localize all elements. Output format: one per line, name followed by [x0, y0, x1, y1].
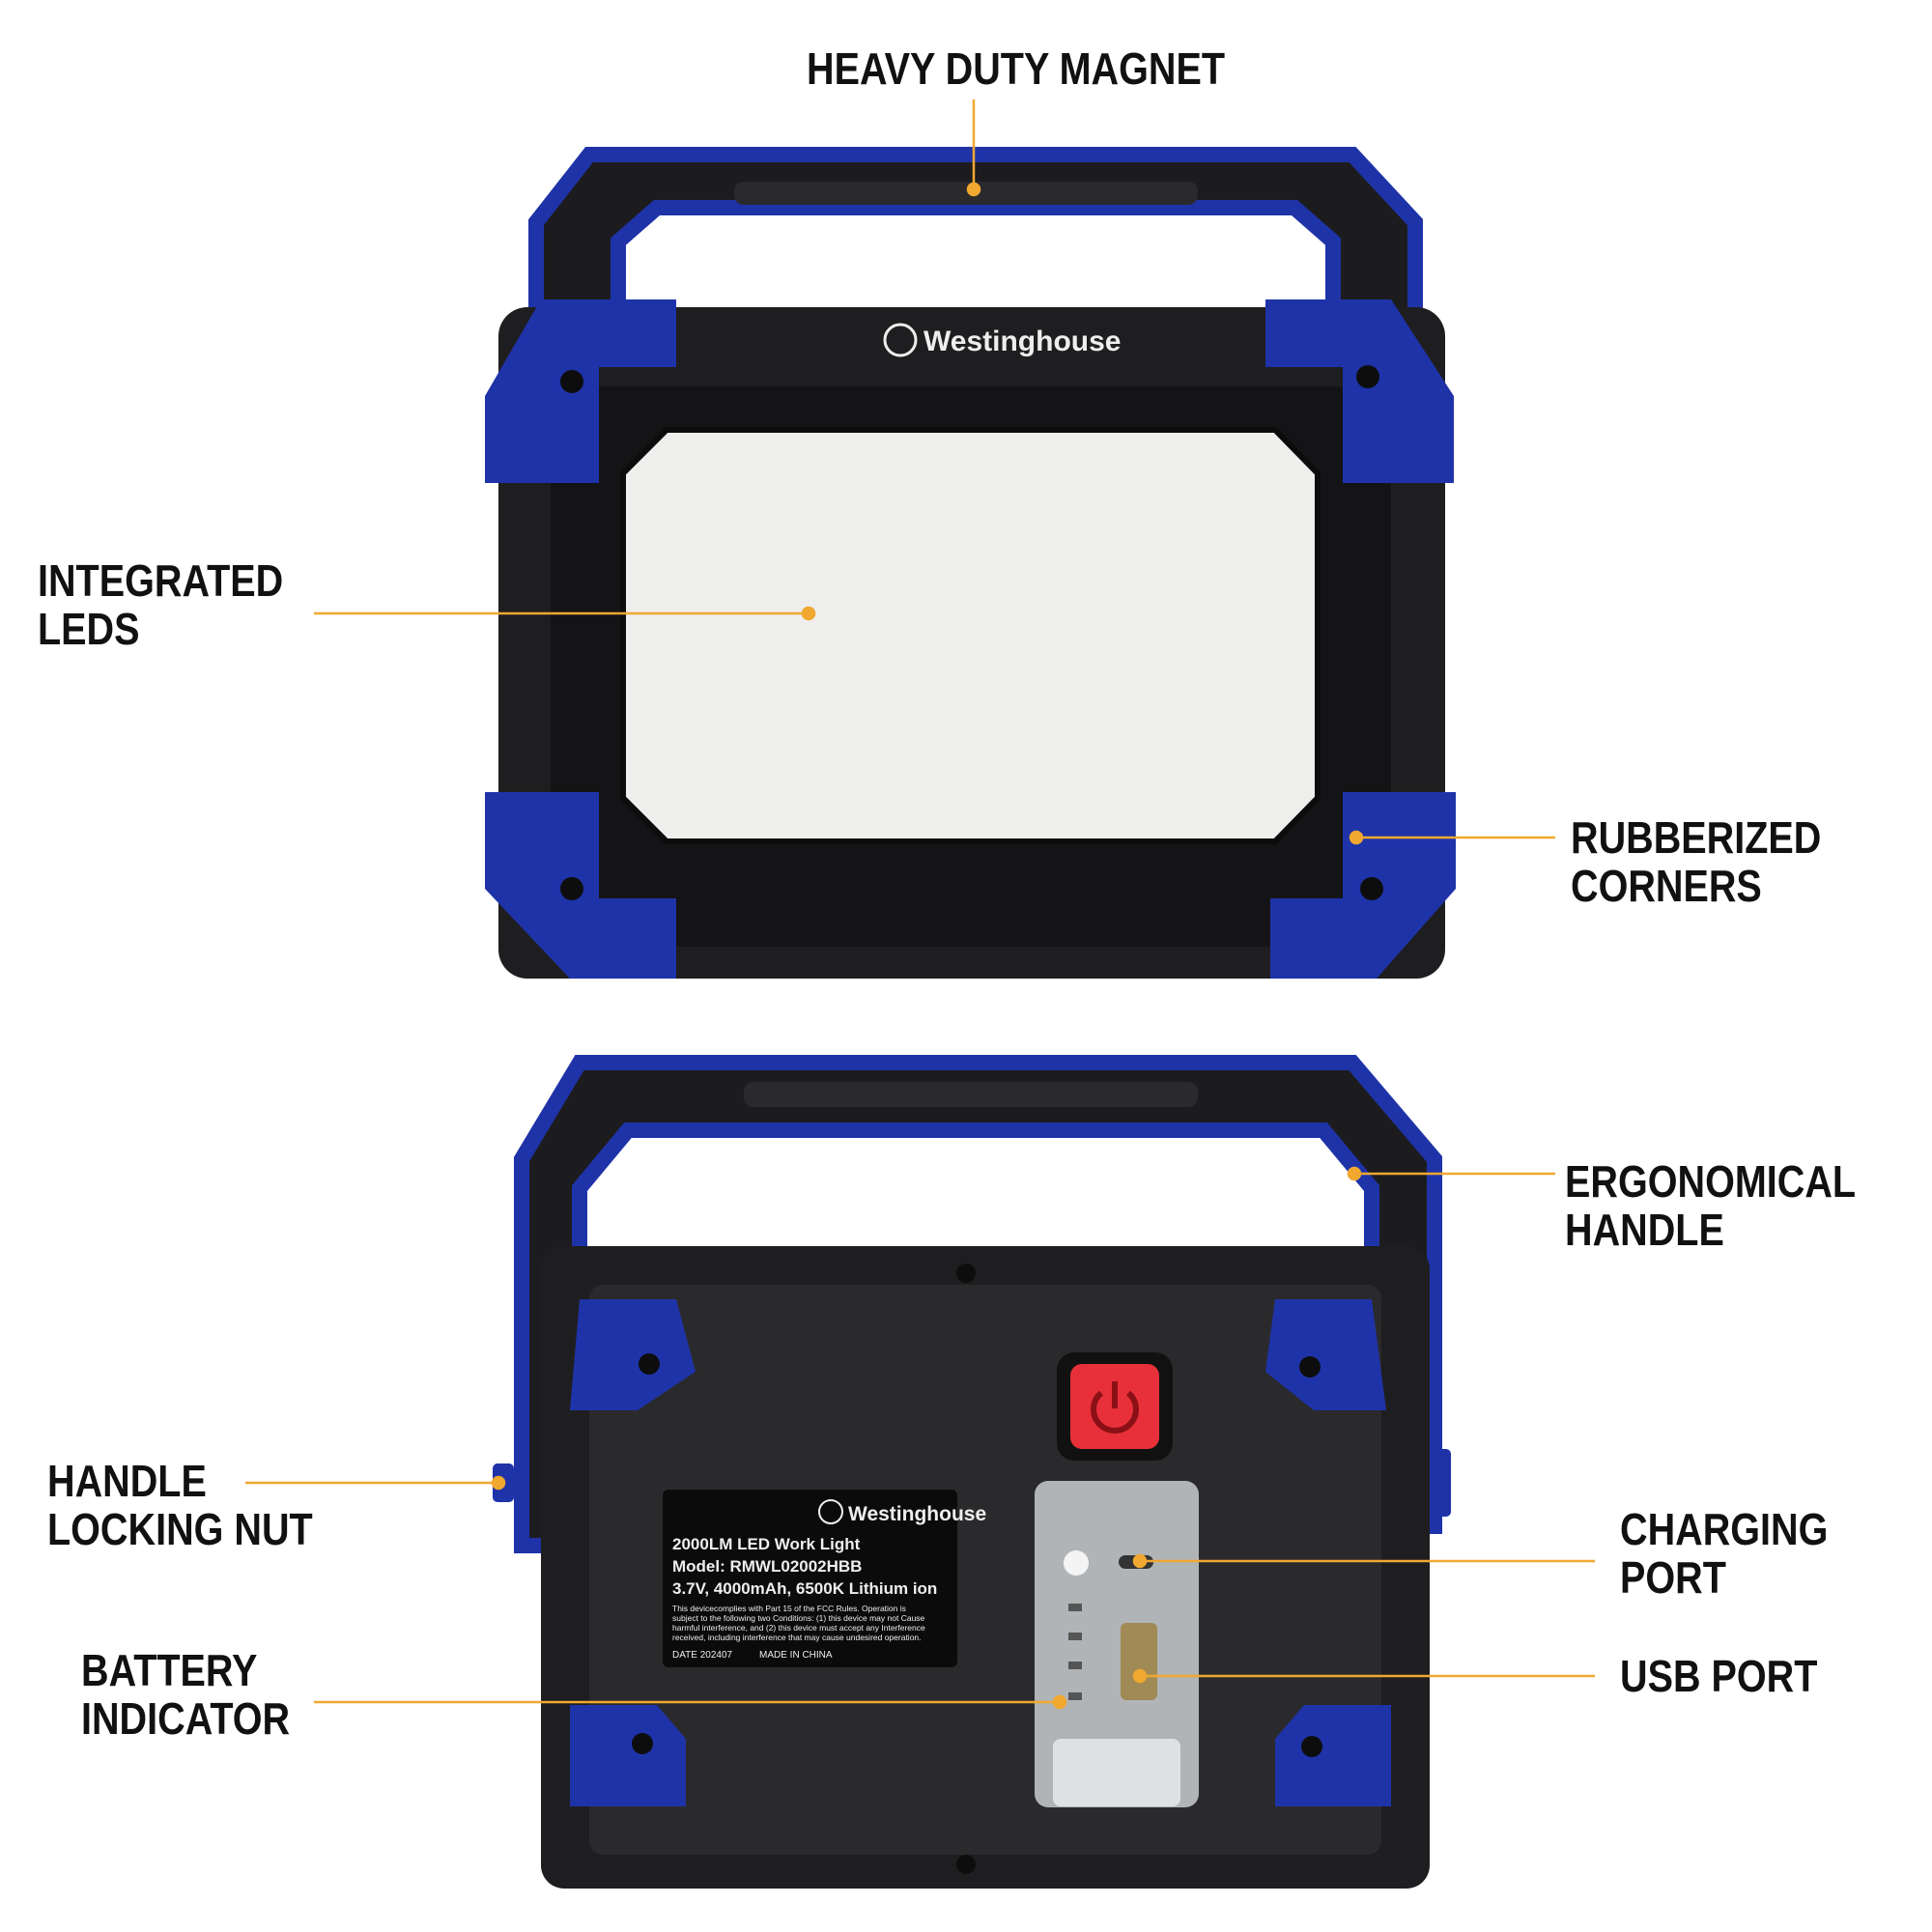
back-handle — [514, 1055, 1442, 1553]
callout-text: RUBBERIZED — [1571, 812, 1822, 863]
callout-text: LOCKING NUT — [47, 1504, 313, 1554]
callout-text: LEDS — [38, 604, 140, 654]
leader-lines — [245, 99, 1595, 1710]
callout-text: BATTERY — [81, 1645, 258, 1695]
label-line: 2000LM LED Work Light — [672, 1535, 861, 1553]
front-handle — [528, 147, 1423, 327]
callout-text: HANDLE — [1565, 1205, 1724, 1255]
front-brand: Westinghouse — [923, 326, 1121, 357]
spec-label — [663, 1490, 957, 1667]
power-icon — [1091, 1381, 1139, 1434]
label-date: DATE 202407 — [672, 1650, 733, 1661]
battery-indicator-button — [1064, 1550, 1089, 1576]
callout-text: HANDLE — [47, 1456, 207, 1506]
label-line: Model: RMWL02002HBB — [672, 1557, 862, 1576]
back-rubber-corners — [570, 1299, 1391, 1806]
fcc-line: subject to the following two Conditions:… — [672, 1613, 925, 1623]
fcc-line: harmful interference, and (2) this devic… — [672, 1623, 925, 1633]
callout-text: HEAVY DUTY MAGNET — [807, 43, 1226, 94]
callout-text: INDICATOR — [81, 1693, 291, 1744]
callout-text: PORT — [1620, 1552, 1726, 1603]
front-view: Westinghouse — [485, 147, 1456, 979]
callout-heavy-duty-magnet: HEAVY DUTY MAGNET — [807, 44, 1225, 93]
callout-text: ERGONOMICAL — [1565, 1156, 1857, 1207]
usb-port[interactable] — [1121, 1623, 1157, 1700]
led-panel — [620, 427, 1321, 844]
callout-text: INTEGRATED — [38, 555, 284, 606]
fcc-line: received, including interference that ma… — [672, 1633, 922, 1642]
battery-indicator-leds — [1068, 1604, 1082, 1700]
callout-text: USB PORT — [1620, 1651, 1818, 1701]
label-line: 3.7V, 4000mAh, 6500K Lithium ion — [672, 1579, 937, 1598]
callout-usb-port: USB PORT — [1620, 1652, 1817, 1700]
back-view: Westinghouse 2000LM LED Work Light Model… — [493, 1055, 1451, 1889]
westinghouse-logo-icon — [883, 323, 918, 357]
label-origin: MADE IN CHINA — [759, 1650, 833, 1661]
back-brand: Westinghouse — [848, 1503, 986, 1525]
fcc-line: This devicecomplies with Part 15 of the … — [672, 1604, 906, 1613]
back-logo-icon — [818, 1499, 843, 1524]
callout-text: CORNERS — [1571, 861, 1762, 911]
callout-text: CHARGING — [1620, 1504, 1829, 1554]
